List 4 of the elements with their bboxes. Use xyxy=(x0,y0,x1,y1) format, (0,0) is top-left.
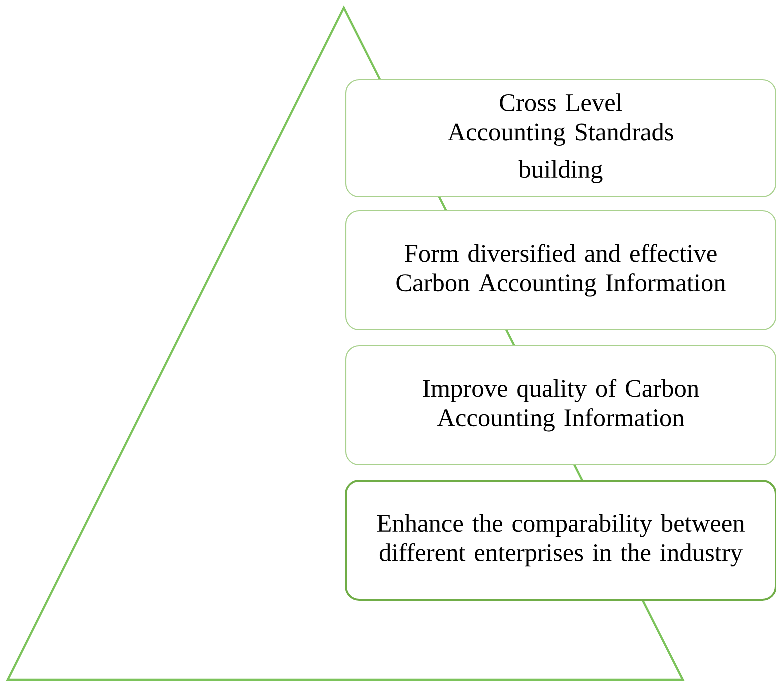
text-box: Enhance the comparability between different enterprises in the industry xyxy=(345,480,776,601)
text-box: Cross Level Accounting Standrads building xyxy=(345,79,776,198)
text-box: Form diversified and effective Carbon Accounting Information xyxy=(345,210,776,331)
text-box: Improve quality of Carbon Accounting Information xyxy=(345,345,776,466)
